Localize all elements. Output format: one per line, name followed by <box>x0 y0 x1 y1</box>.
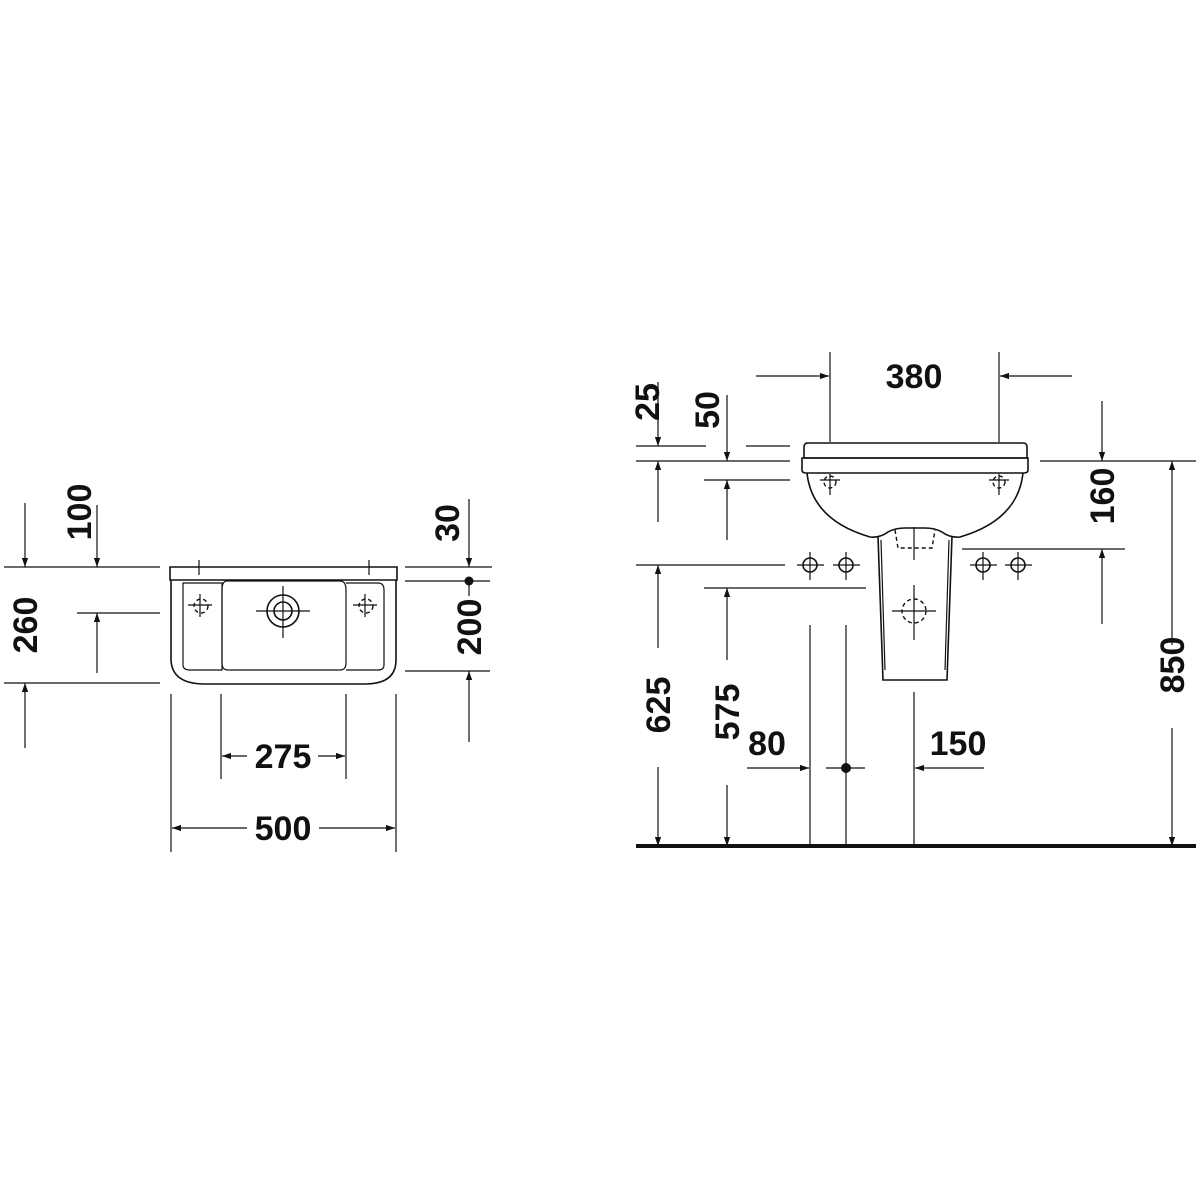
dim-100: 100 <box>61 484 99 541</box>
dim-150: 150 <box>930 725 987 763</box>
dim-500: 500 <box>255 810 312 848</box>
left-dimensions: 100 260 30 200 275 500 <box>4 484 492 852</box>
basin-bowl <box>806 472 1024 538</box>
drain-icon <box>256 586 310 638</box>
tap-hole-right-icon <box>353 594 377 617</box>
basin-rim-band <box>801 457 1029 474</box>
dim-850: 850 <box>1154 637 1192 694</box>
pedestal <box>877 535 953 681</box>
basin-rim <box>169 566 398 581</box>
left-compartment <box>182 582 223 671</box>
right-dimensions: 380 25 50 160 850 625 575 <box>629 352 1196 848</box>
dim-80: 80 <box>748 725 786 763</box>
right-compartment <box>346 582 385 671</box>
dim-30: 30 <box>429 504 467 542</box>
dim-160: 160 <box>1084 468 1122 525</box>
trap-hidden <box>894 529 936 549</box>
waste-outlet-icon <box>892 585 936 640</box>
tap-hole-left-icon <box>188 594 212 617</box>
dim-625: 625 <box>640 677 678 734</box>
left-basin-top-view <box>169 560 398 685</box>
dim-380: 380 <box>886 358 943 396</box>
dim-25: 25 <box>629 383 667 421</box>
dim-575: 575 <box>709 684 747 741</box>
basin-top-rim <box>803 442 1028 459</box>
basin-body <box>170 580 397 685</box>
dim-50: 50 <box>689 391 727 429</box>
fixing-hole-right-icon <box>989 474 1009 495</box>
right-basin-front-view <box>797 442 1032 681</box>
dim-200: 200 <box>451 599 489 656</box>
bowl-outline <box>221 580 347 671</box>
dim-260: 260 <box>7 597 45 654</box>
fixing-hole-left-icon <box>820 474 840 495</box>
supply-points-icon <box>797 552 1032 580</box>
dim-275: 275 <box>255 738 312 776</box>
